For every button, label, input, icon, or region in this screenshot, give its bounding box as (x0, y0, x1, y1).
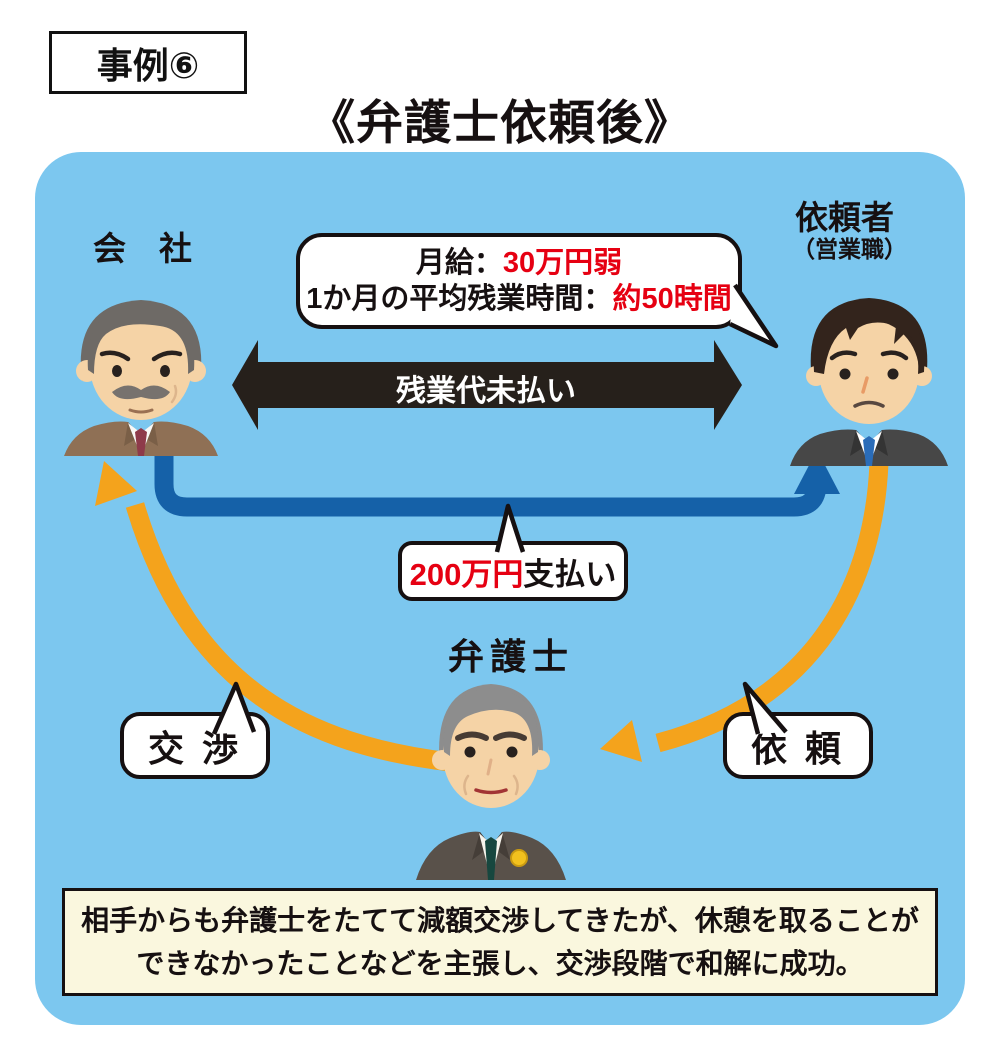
unpaid-overtime-label: 残業代未払い (396, 375, 576, 408)
client-label: 依頼者 (795, 199, 894, 236)
case-number-badge: 事例⑥ (49, 31, 247, 94)
company-label: 会 社 (93, 230, 192, 267)
summary-box: 相手からも弁護士をたてて減額交渉してきたが、休憩を取ることが できなかったことな… (62, 888, 938, 996)
company-avatar (64, 300, 218, 456)
lawyer-badge-icon (510, 849, 528, 867)
request-arrow (600, 462, 889, 762)
negotiation-arrow (95, 461, 452, 772)
lawyer-label: 弁護士 (448, 636, 575, 677)
summary-line1: 相手からも弁護士をたてて減額交渉してきたが、休憩を取ることが (81, 904, 919, 936)
unpaid-overtime-arrow (232, 340, 742, 430)
salary-line1: 月給：30万円弱 (415, 246, 623, 279)
lawyer-avatar (416, 684, 566, 880)
client-avatar (790, 298, 948, 466)
payment-label-tail (494, 503, 526, 553)
salary-bubble-tail (729, 283, 779, 349)
salary-line2: 1か月の平均残業時間：約50時間 (306, 283, 732, 315)
request-bubble-tail (742, 681, 788, 735)
summary-line2: できなかったことなどを主張し、交渉段階で和解に成功。 (136, 948, 864, 979)
negotiation-bubble: 交 渉 (120, 712, 270, 779)
negotiation-bubble-tail (211, 681, 257, 735)
page-title: 《弁護士依頼後》 (308, 96, 692, 149)
request-bubble: 依 頼 (723, 712, 873, 779)
client-sublabel: （営業職） (792, 236, 907, 262)
salary-speech-bubble: 月給：30万円弱 1か月の平均残業時間：約50時間 (296, 233, 742, 329)
payment-bracket-arrow (154, 450, 840, 517)
